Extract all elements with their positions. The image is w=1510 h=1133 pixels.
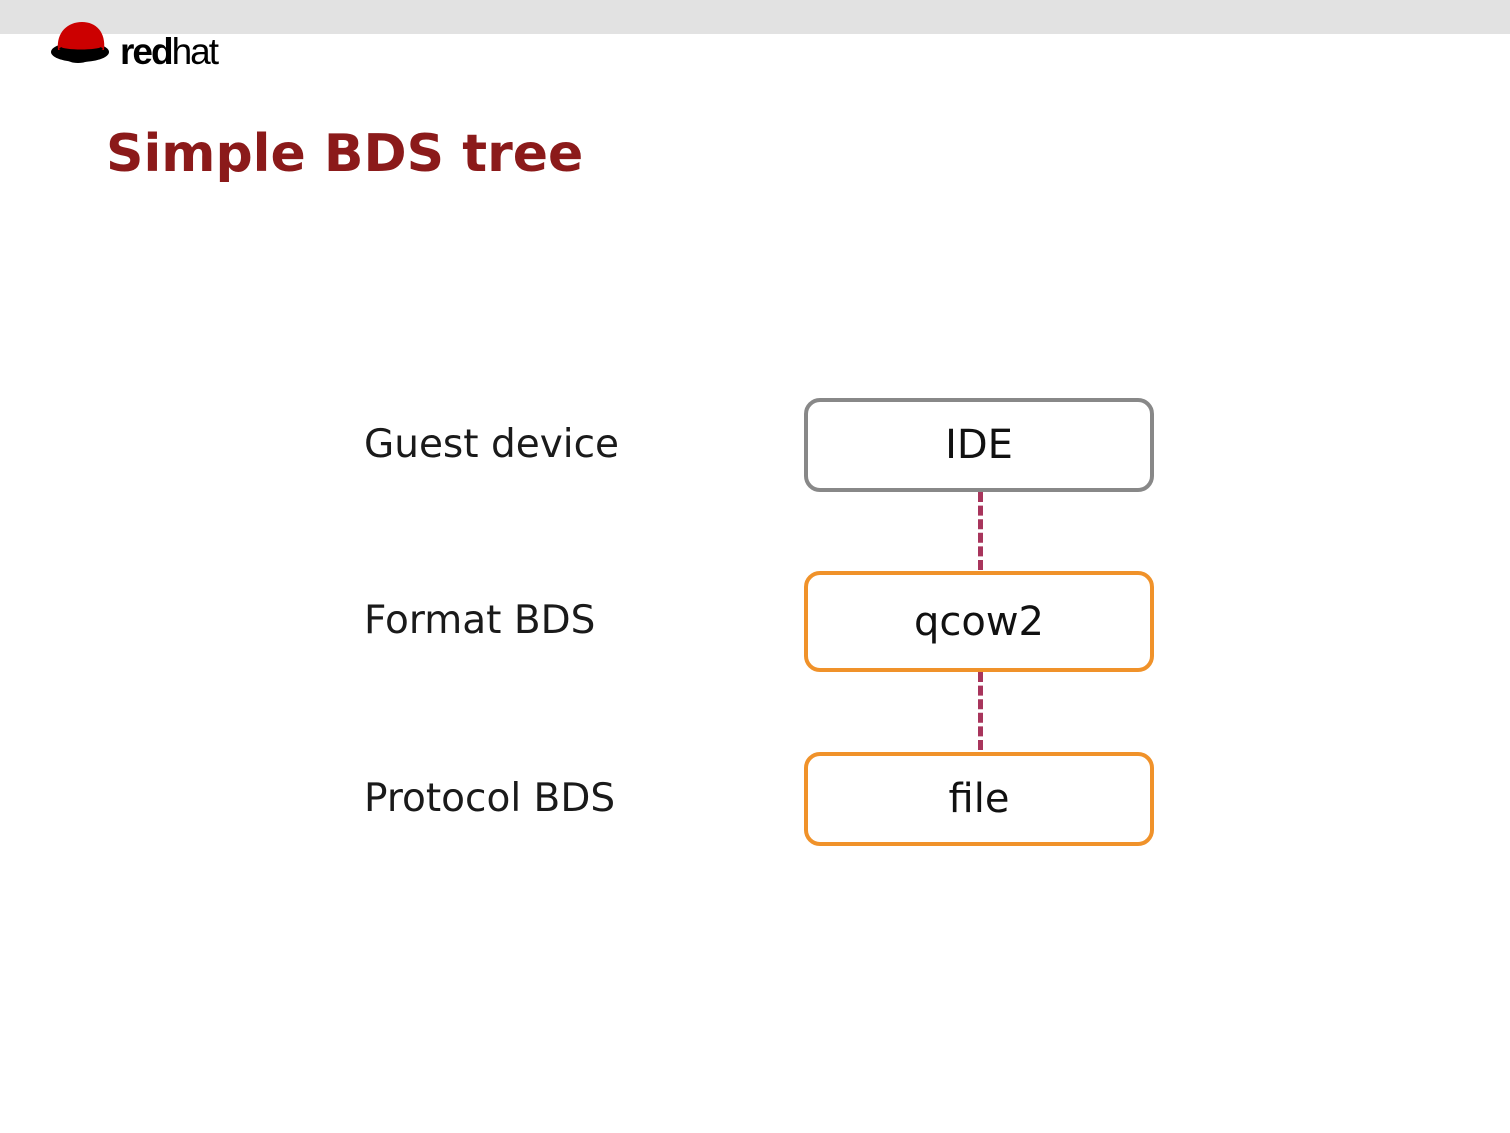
node-ide-label: IDE — [945, 422, 1013, 468]
redhat-logo: redhat — [50, 18, 240, 72]
node-qcow2-label: qcow2 — [913, 598, 1045, 645]
node-qcow2: qcow2 — [804, 571, 1154, 672]
top-bar — [0, 0, 1510, 34]
slide-title: Simple BDS tree — [106, 124, 584, 184]
node-file-label: file — [948, 776, 1010, 822]
redhat-wordmark: redhat — [120, 31, 219, 72]
edge-ide-qcow2 — [978, 492, 983, 570]
label-protocol-bds: Protocol BDS — [364, 776, 616, 821]
node-file: file — [804, 752, 1154, 846]
node-ide: IDE — [804, 398, 1154, 492]
label-format-bds: Format BDS — [364, 598, 596, 643]
redhat-hat-icon — [51, 22, 109, 63]
label-guest-device: Guest device — [364, 422, 620, 467]
edge-qcow2-file — [978, 672, 983, 750]
